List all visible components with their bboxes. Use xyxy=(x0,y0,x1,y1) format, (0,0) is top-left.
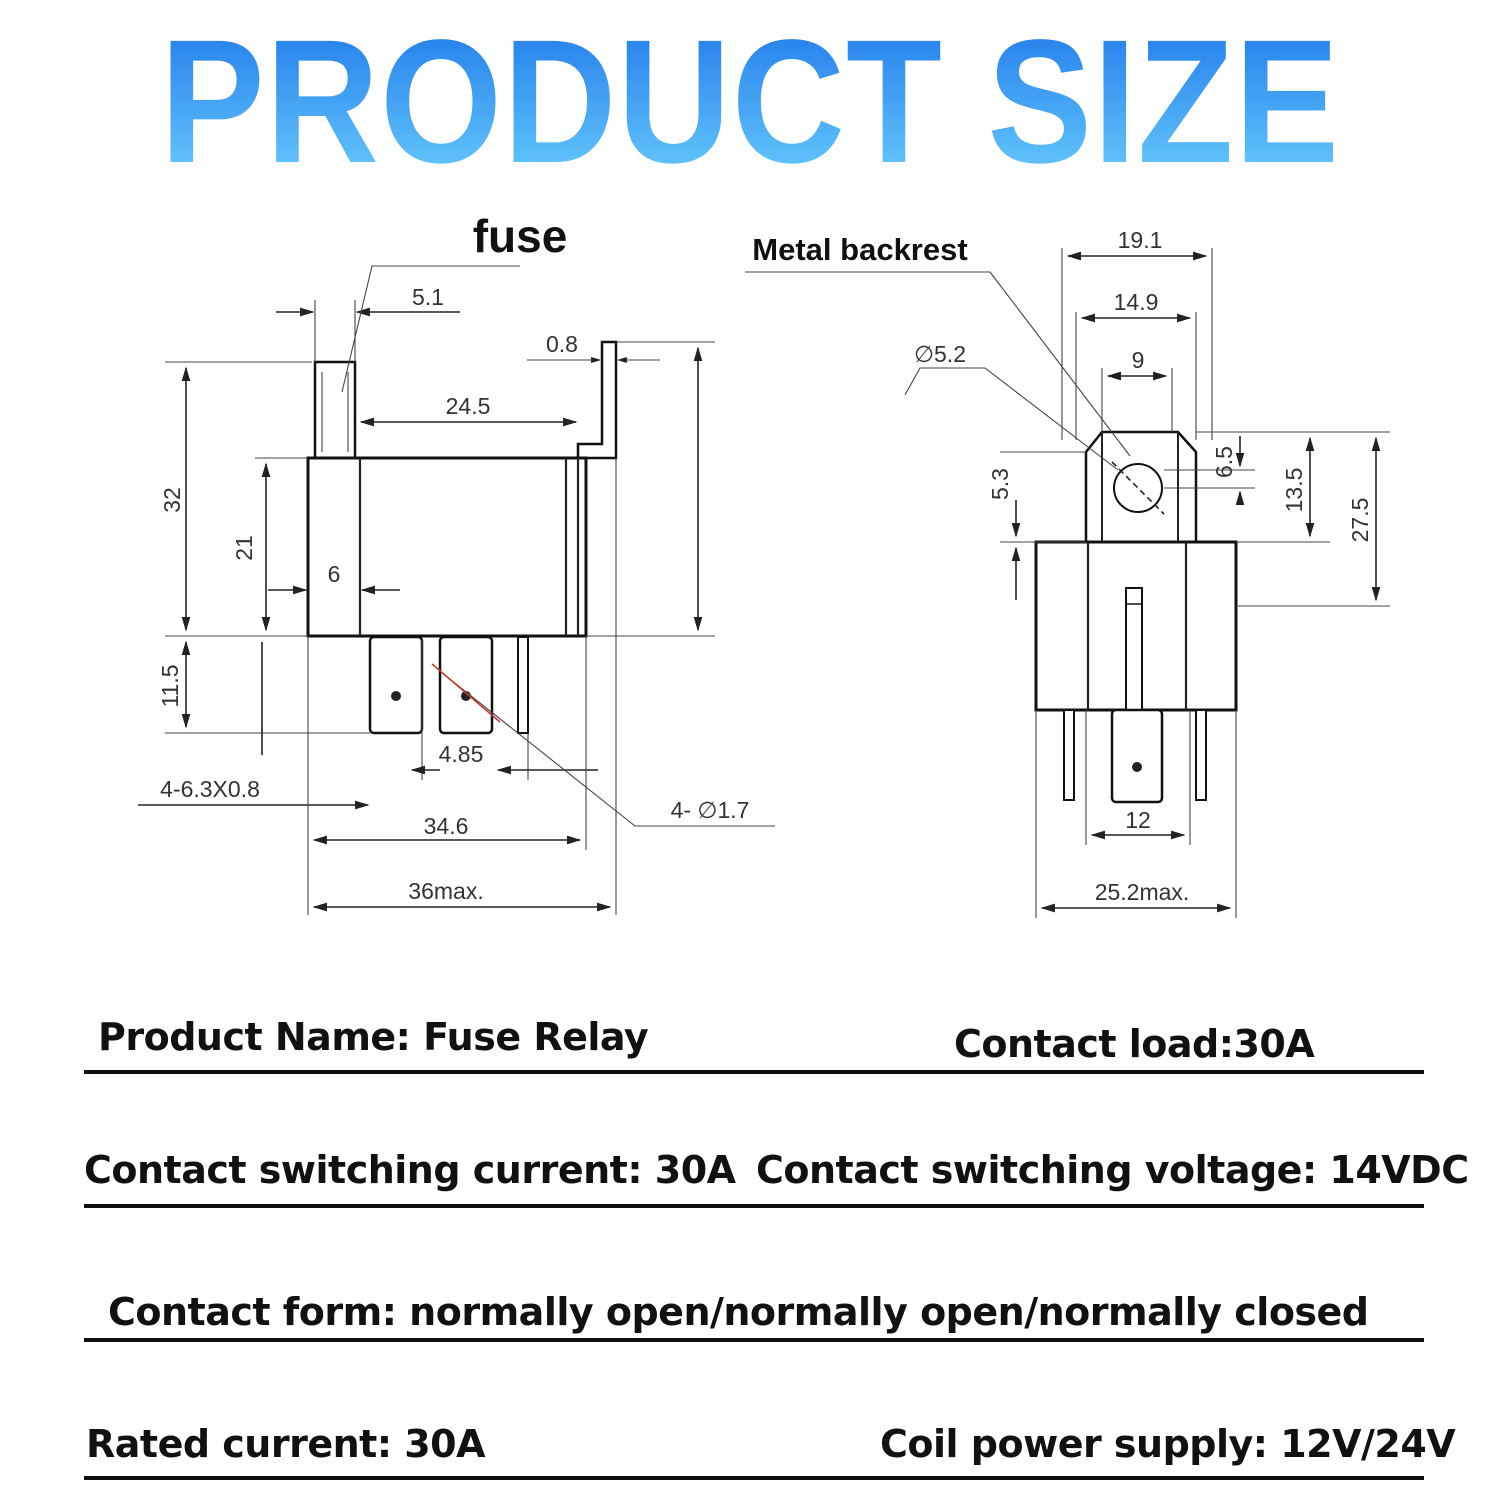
fuse-tab xyxy=(313,360,357,461)
dim-fuse-to-bracket: 24.5 xyxy=(446,393,491,419)
dim-bracket-total: 13.5 xyxy=(1281,468,1307,513)
divider xyxy=(84,1070,1424,1074)
dim-pin-spec: 4-6.3X0.8 xyxy=(160,776,260,802)
dim-hole-diameter: ∅5.2 xyxy=(914,341,966,367)
metal-bracket xyxy=(576,340,618,460)
dim-body-length: 34.6 xyxy=(424,813,469,839)
dim-bracket-mid: 14.9 xyxy=(1114,289,1159,315)
pin-side xyxy=(1195,709,1207,801)
pin-side xyxy=(1110,708,1164,804)
product-size-title: PRODUCT SIZE xyxy=(160,12,1340,192)
dim-hole-pos: 6.5 xyxy=(1211,446,1237,478)
spec-coil-power: Coil power supply: 12V/24V xyxy=(880,1422,1456,1466)
label-fuse: fuse xyxy=(473,210,568,262)
dim-pin-length: 11.5 xyxy=(157,664,183,707)
dimension-drawing: 32 21 6 11.5 5.1 0.8 24.5 xyxy=(138,210,1390,918)
spec-contact-load: Contact load:30A xyxy=(954,1022,1315,1066)
spec-contact-form: Contact form: normally open/normally ope… xyxy=(108,1290,1369,1334)
spec-product-name: Product Name: Fuse Relay xyxy=(98,1015,649,1059)
divider xyxy=(84,1476,1424,1480)
pin xyxy=(368,635,424,735)
dim-height-total: 27.5 xyxy=(1347,498,1373,543)
pin-side xyxy=(1063,709,1075,801)
dim-max-width: 25.2max. xyxy=(1095,879,1190,905)
relay-body xyxy=(306,456,588,638)
spec-rated-current: Rated current: 30A xyxy=(86,1422,486,1466)
label-metal-backrest: Metal backrest xyxy=(752,232,967,267)
dim-fuse-offset: 6 xyxy=(328,561,341,587)
dim-pin-pitch: 4.85 xyxy=(439,741,484,767)
spec-switching-voltage: Contact switching voltage: 14VDC xyxy=(756,1148,1469,1192)
dim-bracket-thickness: 0.8 xyxy=(546,331,578,357)
divider xyxy=(84,1338,1424,1342)
dim-max-length: 36max. xyxy=(408,878,483,904)
side-view: 19.1 14.9 9 ∅5.2 5.3 6.5 13.5 xyxy=(745,227,1390,918)
dim-fuse-width: 5.1 xyxy=(412,284,444,310)
pin xyxy=(438,635,494,735)
pin xyxy=(517,636,529,734)
dim-bracket-height: 5.3 xyxy=(987,468,1013,500)
front-view: 32 21 6 11.5 5.1 0.8 24.5 xyxy=(138,265,775,915)
dim-hole: 4- ∅1.7 xyxy=(671,797,750,823)
page-title: PRODUCT SIZE xyxy=(160,12,1340,192)
dim-body-height: 21 xyxy=(231,535,257,561)
dim-bracket-outer: 19.1 xyxy=(1118,227,1163,253)
spec-switching-current: Contact switching current: 30A xyxy=(84,1148,736,1192)
divider xyxy=(84,1204,1424,1208)
dim-bracket-inner: 9 xyxy=(1132,347,1145,373)
dim-total-height: 32 xyxy=(159,487,185,513)
dim-pin-span: 12 xyxy=(1125,807,1151,833)
